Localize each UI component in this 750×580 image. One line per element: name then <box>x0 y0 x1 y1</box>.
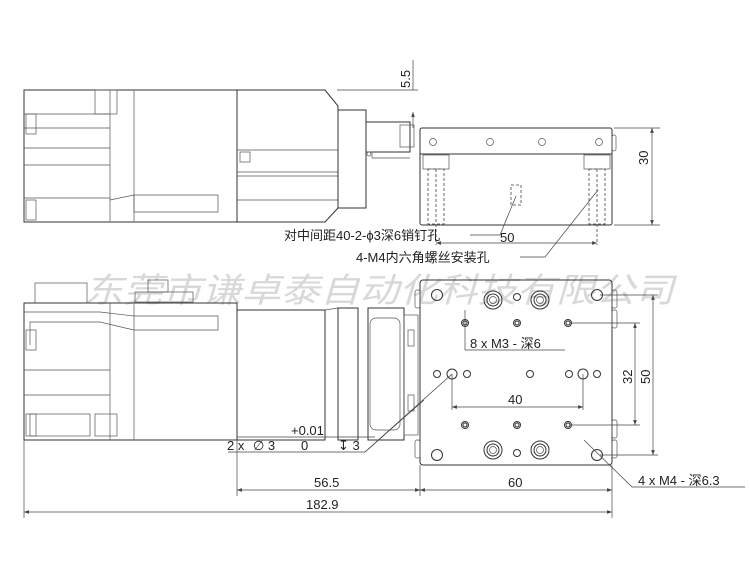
gearbox-side <box>236 307 419 441</box>
dimension-182-9: 182.9 <box>23 440 612 518</box>
bottom-view: 8 x M3 - 深6 40 32 50 4 x M4 - 深6.3 <box>23 279 745 518</box>
pin-callout-qty: 2 x <box>227 438 245 453</box>
dimension-label: 5.5 <box>398 70 413 88</box>
motor-body-top <box>23 89 238 223</box>
dimension-label: 40 <box>508 392 522 407</box>
dimension-label: 56.5 <box>314 475 339 490</box>
dimension-40: 40 <box>451 374 584 410</box>
dimension-50-top: 50 <box>436 230 597 245</box>
m4-holes-note: 4 x M4 - 深6.3 <box>638 473 720 488</box>
m3-callout: 8 x M3 - 深6 <box>464 310 565 351</box>
m4-callout: 4 x M4 - 深6.3 <box>583 439 745 488</box>
coupling-top <box>337 109 415 209</box>
dimension-60: 60 <box>420 475 612 492</box>
pin-hole-callout: +0.01 2 x ∅ 3 0 ↧ 3 <box>227 373 453 453</box>
mount-hole-note: 4-M4内六角螺丝安装孔 <box>356 250 490 265</box>
dimension-50-side: 50 <box>600 294 658 456</box>
m3-holes-note: 8 x M3 - 深6 <box>470 336 541 351</box>
dimension-32: 32 <box>570 322 640 426</box>
tolerance-lower: 0 <box>301 438 308 453</box>
pin-callout-diameter: ∅ 3 <box>253 438 275 453</box>
dimension-5-5: 5.5 <box>337 60 418 128</box>
dimension-label: 50 <box>500 230 514 245</box>
stage-top <box>419 127 617 245</box>
pin-hole-note: 对中间距40-2-ϕ3深6销钉孔 <box>284 228 440 243</box>
dimension-label: 30 <box>636 151 651 165</box>
dimension-label: 32 <box>620 370 635 384</box>
gearbox-top <box>236 89 339 223</box>
dimension-label: 50 <box>638 370 653 384</box>
tolerance-upper: +0.01 <box>291 423 324 438</box>
company-watermark: 东莞市谦卓泰自动化科技有限公司 <box>84 272 677 310</box>
top-view: 5.5 30 50 对中间距40-2-ϕ3深6销钉孔 4-M4内六角螺丝安装孔 <box>23 60 660 265</box>
dimension-56-5: 56.5 <box>236 440 613 518</box>
dimension-label: 60 <box>508 475 522 490</box>
pin-callout-depth: ↧ 3 <box>338 438 360 453</box>
dimension-label: 182.9 <box>306 497 339 512</box>
leader-pin-hole: 对中间距40-2-ϕ3深6销钉孔 <box>284 195 517 243</box>
leader-mount-hole: 4-M4内六角螺丝安装孔 <box>356 189 599 265</box>
m3-holes <box>461 293 572 457</box>
counterbore-holes <box>483 290 550 460</box>
dimension-30: 30 <box>614 127 660 226</box>
middle-row-holes <box>433 368 601 380</box>
